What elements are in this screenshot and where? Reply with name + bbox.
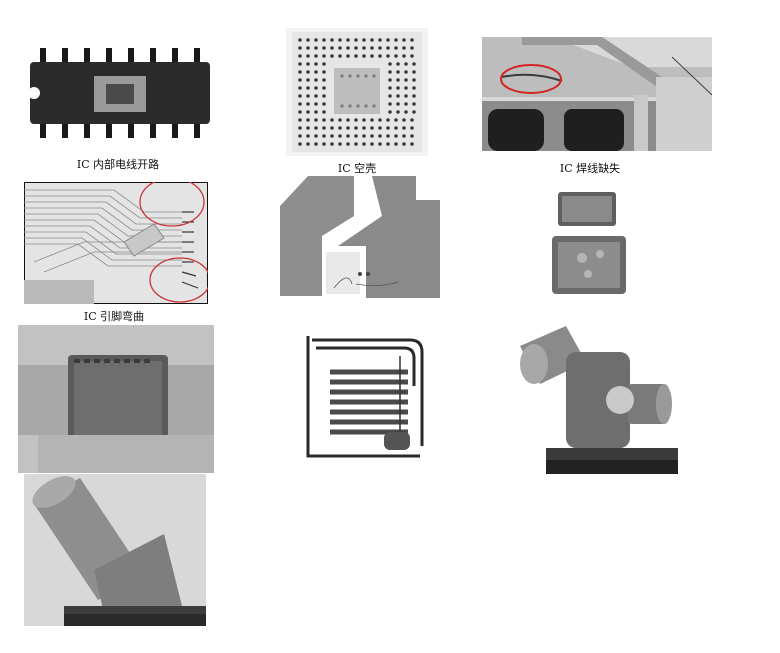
xray-ic-lead-bent	[24, 182, 208, 304]
ic-wire-missing-image	[482, 37, 712, 151]
caption-ic-lead-bent: IC 引脚弯曲	[83, 310, 145, 323]
ic-lead-bent-image	[24, 182, 208, 304]
caption-ic-wire-missing: IC 焊线缺失	[559, 162, 621, 175]
xray-valve-fitting	[516, 322, 678, 474]
xray-ic-void	[286, 28, 428, 156]
caption-ic-void: IC 空壳	[337, 162, 377, 175]
condenser-coil-image	[300, 326, 436, 472]
xray-smd-component	[552, 186, 630, 300]
bga-package-image	[18, 325, 214, 473]
lead-frame-image	[268, 176, 460, 312]
xray-lead-frame	[268, 176, 460, 312]
caption-ic-internal-open: IC 内部电线开路	[76, 158, 160, 171]
valve-fitting-image	[516, 322, 678, 474]
xray-angled-pipe-fitting	[24, 474, 206, 626]
xray-ic-wire-missing	[482, 37, 712, 151]
ic-void-image	[286, 28, 428, 156]
xray-condenser-coil	[300, 326, 436, 472]
angled-pipe-fitting-image	[24, 474, 206, 626]
xray-bga-package	[18, 325, 214, 473]
xray-ic-dip-chip	[26, 44, 214, 142]
smd-component-image	[552, 186, 630, 300]
ic-dip-chip-image	[26, 44, 214, 142]
